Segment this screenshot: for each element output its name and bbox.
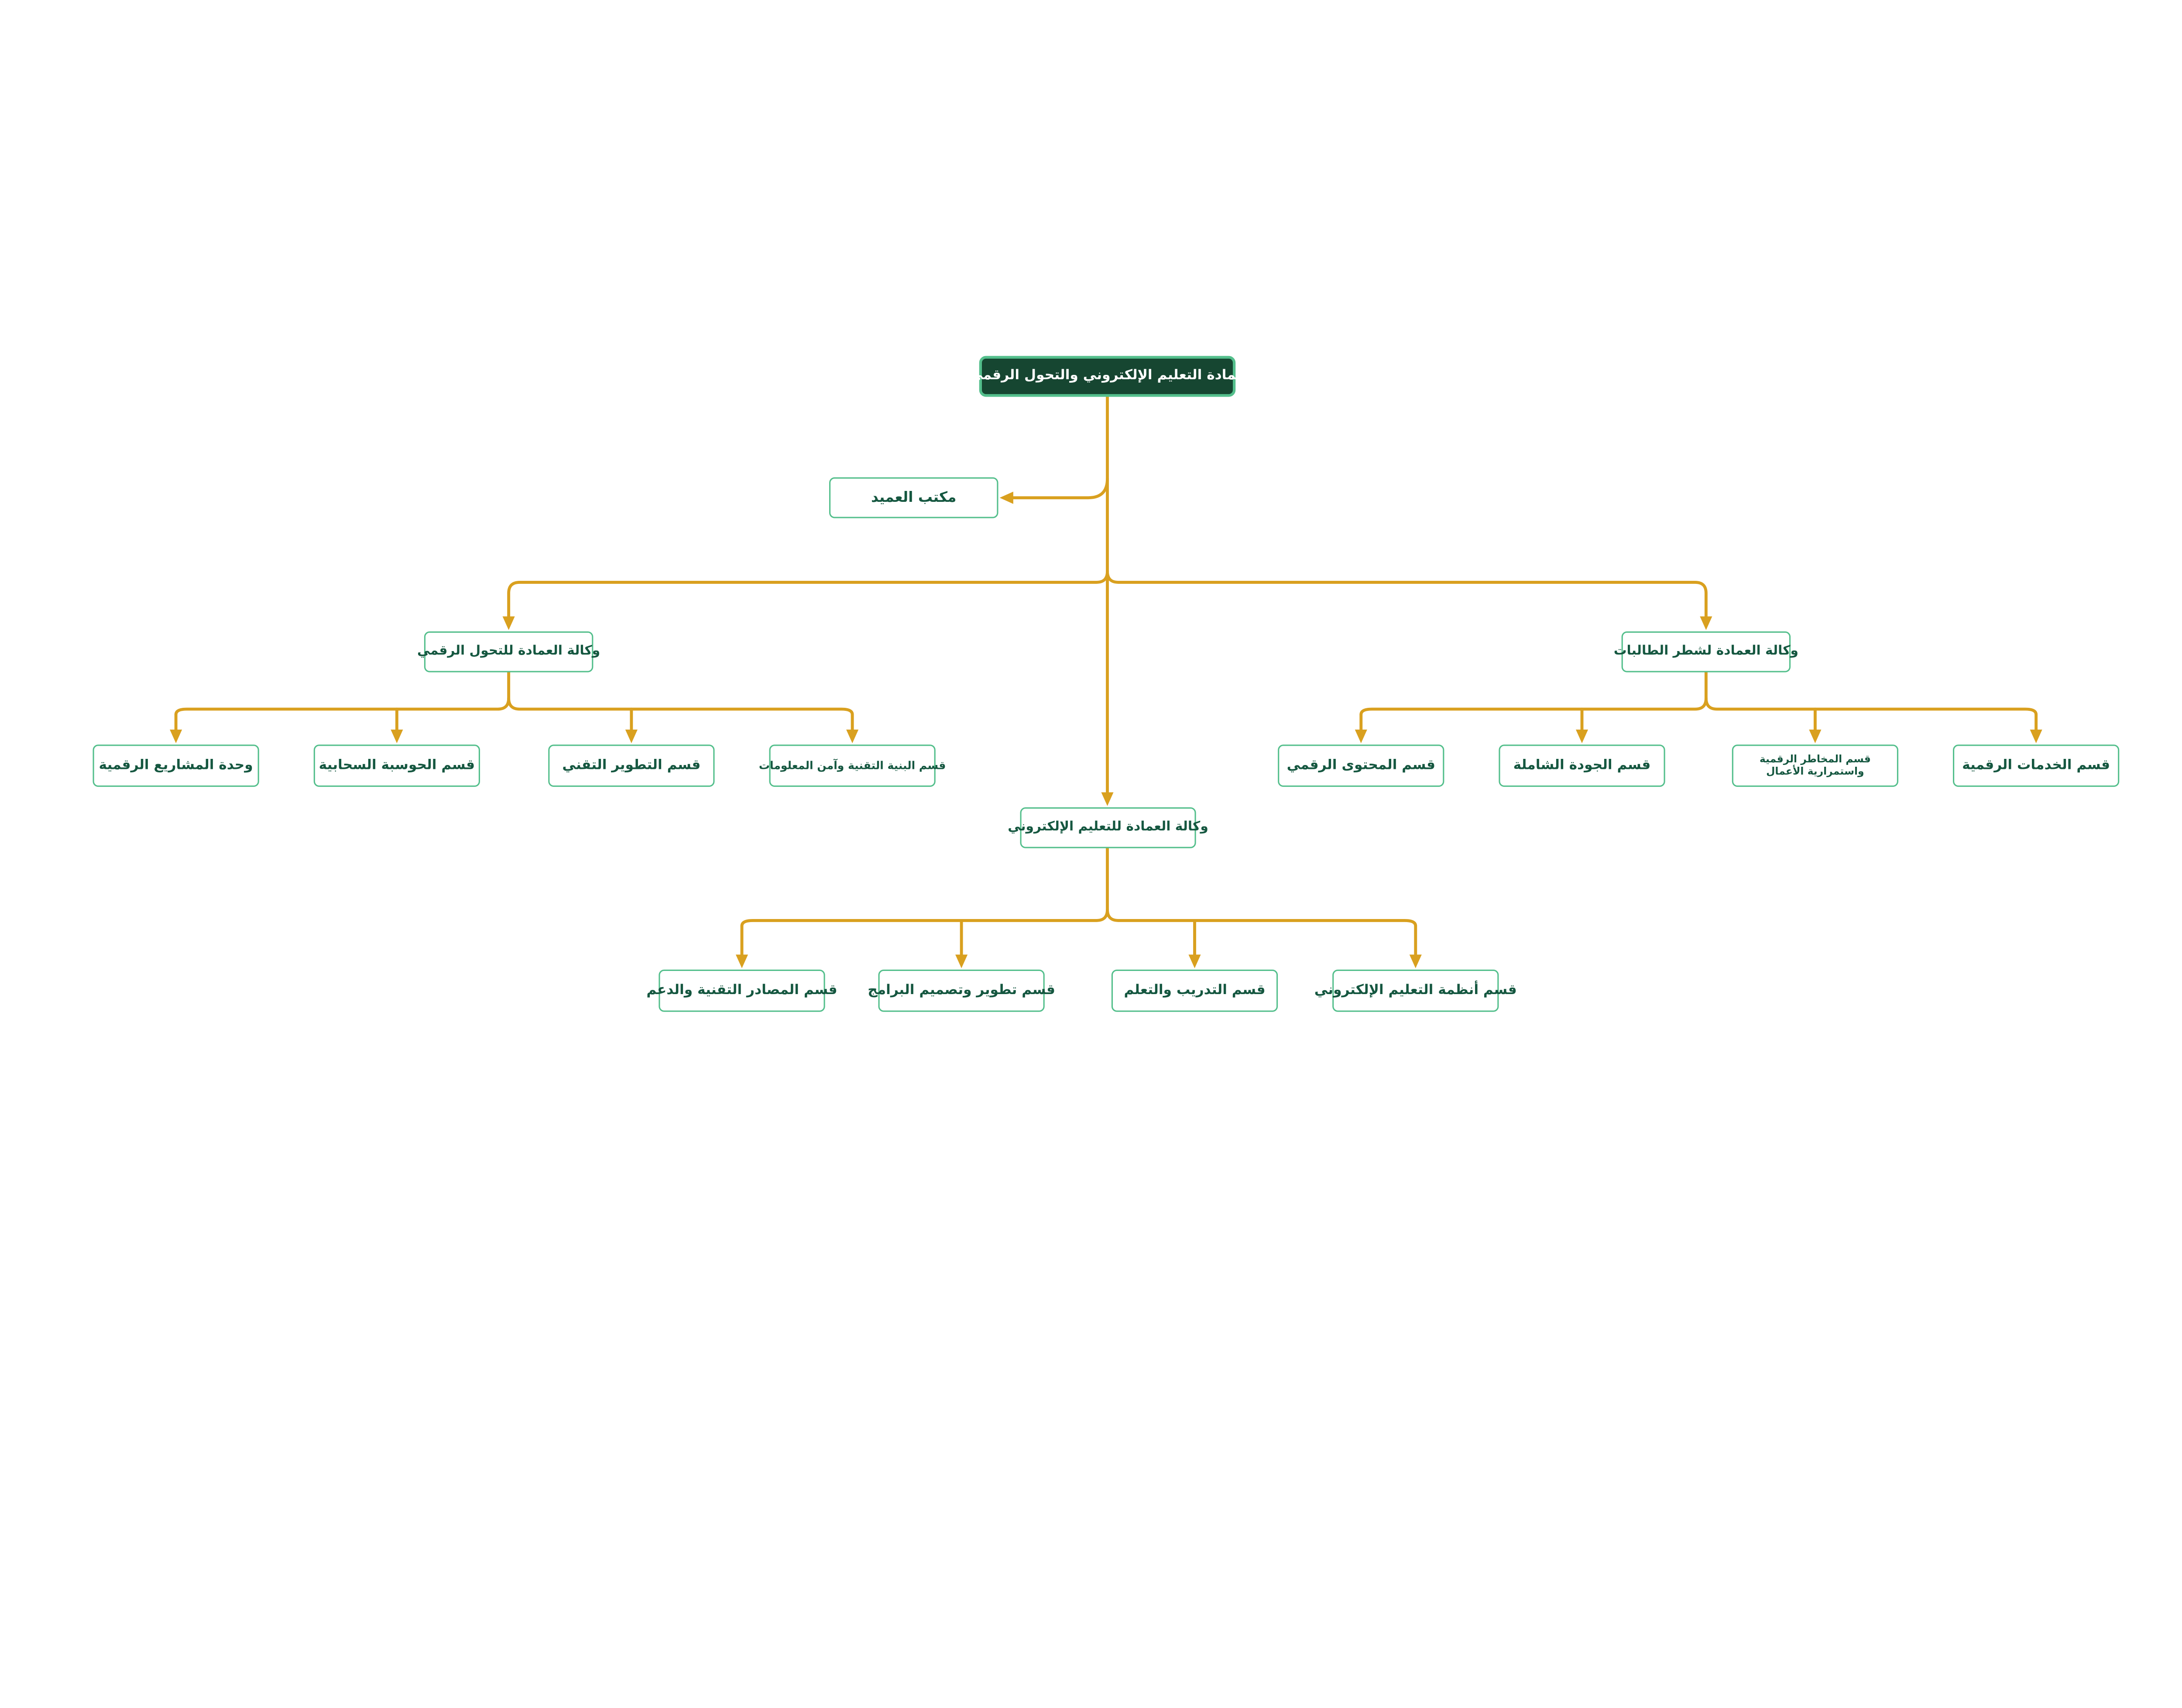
connector-level2-right: [1106, 569, 1712, 630]
connector-el-spine-left: [740, 908, 1109, 928]
org-node-program-design-development-dept: قسم تطوير وتصميم البرامج: [868, 969, 1055, 1012]
connector-fs-spine-right: [1704, 696, 2038, 716]
org-node-total-quality-dept: قسم الجودة الشاملة: [1499, 744, 1665, 787]
org-node-infrastructure-infosec-dept: قسم البنية التقنية وآمن المعلومات: [759, 744, 946, 787]
org-node-digital-projects-unit: وحدة المشاريع الرقمية: [93, 744, 259, 787]
connector-dt-spine-left: [174, 696, 511, 716]
connector-dean-office: [999, 477, 1109, 504]
connector-level2-left: [502, 569, 1109, 630]
org-node-digital-services-dept: قسم الخدمات الرقمية: [1953, 744, 2120, 787]
org-node-digital-content-dept: قسم المحتوى الرقمي: [1278, 744, 1444, 787]
org-node-digital-risk-business-continuity-dept: قسم المخاطر الرقمية واستمرارية الأعمال: [1732, 744, 1898, 787]
org-node-training-learning-dept: قسم التدريب والتعلم: [1111, 969, 1278, 1012]
org-node-wakala-elearning: وكالة العمادة للتعليم الإلكتروني: [1008, 807, 1208, 848]
org-node-wakala-digital-transformation: وكالة العمادة للتحول الرقمي: [417, 631, 600, 672]
org-node-dean-office: مكتب العميد: [829, 477, 998, 518]
org-node-tech-resources-support-dept: قسم المصادر التقنية والدعم: [646, 969, 837, 1012]
org-node-elearning-systems-dept: قسم أنظمة التعليم الإلكتروني: [1314, 969, 1517, 1012]
org-chart-stage: عمادة التعليم الإلكتروني والتحول الرقمي …: [93, 356, 2120, 1012]
connector-fs-spine-left: [1359, 696, 1708, 716]
org-node-cloud-computing-dept: قسم الحوسبة السحابية: [313, 744, 480, 787]
connector-dt-spine-right: [507, 696, 854, 716]
org-node-wakala-female-students: وكالة العمادة لشطر الطالبات: [1614, 631, 1798, 672]
connector-el-spine-right: [1106, 908, 1417, 928]
org-node-root-deanship: عمادة التعليم الإلكتروني والتحول الرقمي: [969, 356, 1245, 397]
org-node-technical-development-dept: قسم التطوير التقني: [548, 744, 715, 787]
connector-lines: [170, 395, 2042, 968]
